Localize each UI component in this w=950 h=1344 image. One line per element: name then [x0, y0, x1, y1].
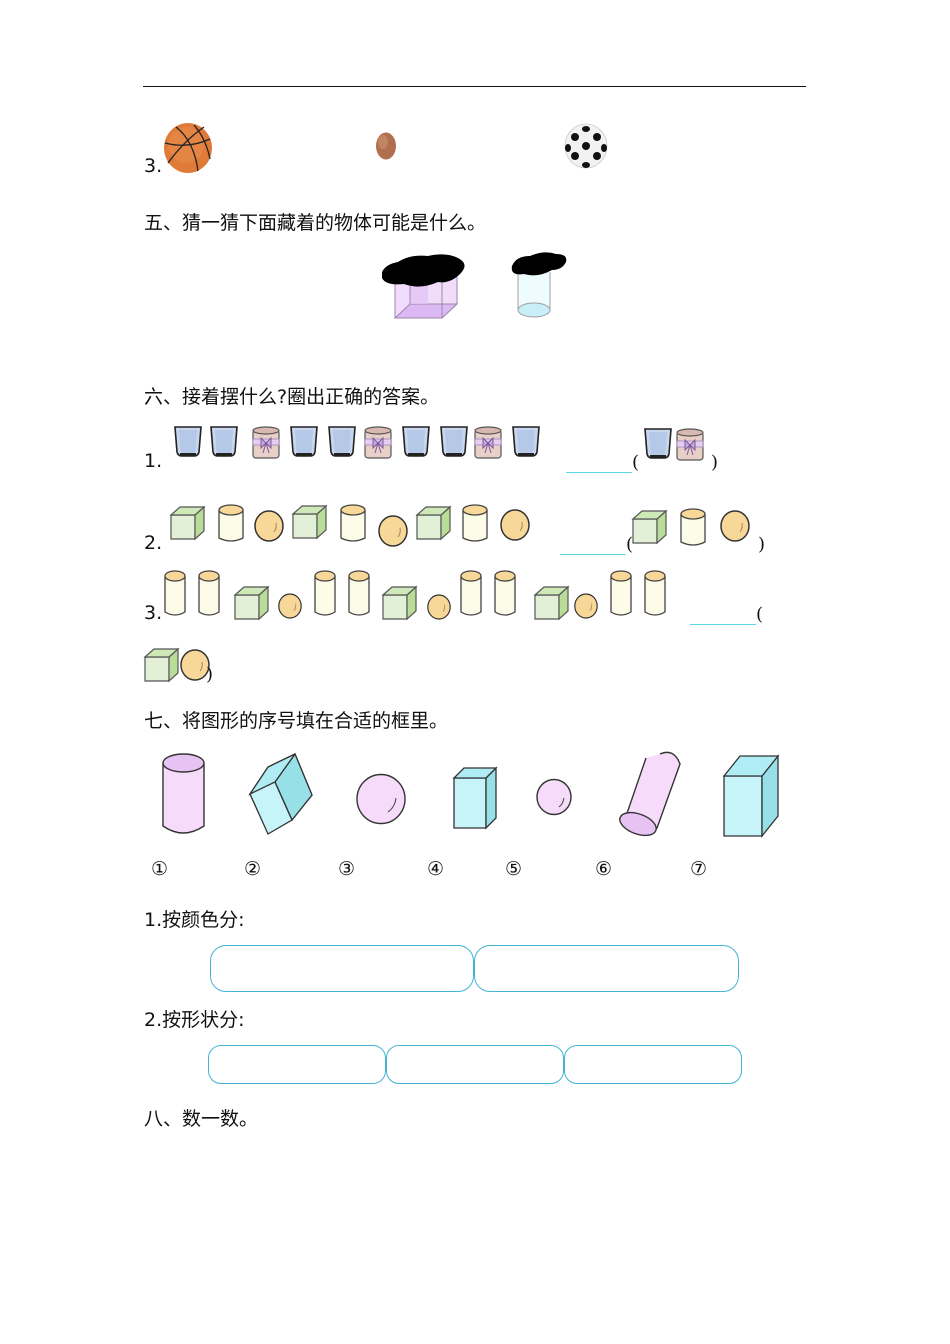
shape-group-box-3[interactable]	[564, 1045, 742, 1084]
cylinder-icon	[314, 570, 336, 616]
cylinder-icon	[164, 570, 186, 616]
ball-icon	[574, 593, 598, 619]
shape-4-cuboid	[452, 766, 498, 830]
sequence-1	[174, 426, 540, 459]
options-3[interactable]	[144, 648, 214, 684]
basketball-image	[164, 123, 212, 173]
shape-label-6: ⑥	[595, 858, 613, 880]
cup-option-icon	[644, 428, 672, 459]
cup-icon	[402, 426, 430, 457]
cup-icon	[512, 426, 540, 457]
item-number: 1.	[144, 450, 163, 472]
q2-label: 2.按形状分:	[144, 1009, 245, 1031]
shape-label-4: ④	[427, 858, 445, 880]
cylinder-icon	[644, 570, 666, 616]
shape-3-sphere	[356, 773, 406, 825]
cylinder-icon	[218, 504, 244, 542]
section-5-title: 五、猜一猜下面藏着的物体可能是什么。	[144, 212, 487, 234]
shape-label-3: ③	[338, 858, 356, 880]
soccer-ball-image	[564, 123, 608, 169]
shape-2-tilted-cube	[248, 752, 313, 835]
answer-blank-1[interactable]	[566, 472, 632, 473]
cube-option-icon	[144, 648, 179, 682]
cylinder-icon	[198, 570, 220, 616]
cube-icon	[292, 505, 327, 539]
shape-6-tilted-cylinder	[619, 751, 681, 837]
cube-icon	[170, 506, 205, 540]
jar-icon	[364, 426, 392, 459]
cylinder-icon	[340, 504, 366, 542]
open-paren: (	[626, 534, 634, 555]
close-paren: )	[206, 664, 214, 685]
ball-icon	[278, 593, 302, 619]
hidden-cuboid-image	[382, 254, 465, 319]
options-2[interactable]	[632, 508, 758, 552]
cube-icon	[534, 586, 569, 620]
ball-icon	[254, 510, 284, 542]
sequence-3	[164, 570, 666, 620]
cube-icon	[382, 586, 417, 620]
item-number: 2.	[144, 532, 163, 554]
ball-icon	[378, 515, 408, 547]
shape-label-7: ⑦	[690, 858, 708, 880]
item-number: 3.	[144, 602, 163, 624]
section-8-title: 八、数一数。	[144, 1108, 259, 1130]
shape-label-2: ②	[244, 858, 262, 880]
cylinder-icon	[494, 570, 516, 616]
open-paren: (	[756, 604, 764, 625]
cylinder-icon	[610, 570, 632, 616]
cube-option-icon	[632, 510, 667, 544]
ball-icon	[427, 594, 451, 620]
jar-icon	[252, 426, 280, 459]
shape-1-cylinder	[162, 753, 205, 834]
cup-icon	[328, 426, 356, 457]
color-group-box-2[interactable]	[474, 945, 739, 992]
cup-icon	[290, 426, 318, 457]
cylinder-icon	[348, 570, 370, 616]
sequence-2	[170, 504, 530, 547]
cylinder-icon	[462, 504, 488, 542]
shape-label-1: ①	[151, 858, 169, 880]
close-paren: )	[711, 452, 719, 473]
close-paren: )	[758, 534, 766, 555]
shape-label-5: ⑤	[505, 858, 523, 880]
cylinder-option-icon	[680, 508, 706, 546]
shape-group-box-1[interactable]	[208, 1045, 386, 1084]
shape-group-box-2[interactable]	[386, 1045, 564, 1084]
ball-option-icon	[720, 510, 750, 542]
ball-option-icon	[180, 649, 210, 681]
header-rule	[143, 86, 806, 87]
ball-icon	[500, 509, 530, 541]
answer-blank-3[interactable]	[690, 624, 756, 625]
shape-7-cuboid	[722, 754, 780, 838]
color-group-box-1[interactable]	[210, 945, 474, 992]
hidden-cylinder-image	[511, 252, 567, 318]
q1-label: 1.按颜色分:	[144, 909, 245, 931]
cup-icon	[440, 426, 468, 457]
answer-blank-2[interactable]	[560, 554, 626, 555]
egg-image	[376, 132, 396, 160]
section-7-title: 七、将图形的序号填在合适的框里。	[144, 710, 449, 732]
cylinder-icon	[460, 570, 482, 616]
cube-icon	[416, 506, 451, 540]
open-paren: (	[632, 452, 640, 473]
item-number: 3.	[144, 155, 163, 177]
jar-option-icon	[676, 428, 704, 461]
cup-icon	[174, 426, 202, 457]
cup-icon	[210, 426, 238, 457]
cube-icon	[234, 586, 269, 620]
options-1[interactable]	[642, 428, 712, 464]
shape-5-small-sphere	[536, 778, 572, 816]
section-6-title: 六、接着摆什么?圈出正确的答案。	[144, 386, 440, 408]
jar-icon	[474, 426, 502, 459]
